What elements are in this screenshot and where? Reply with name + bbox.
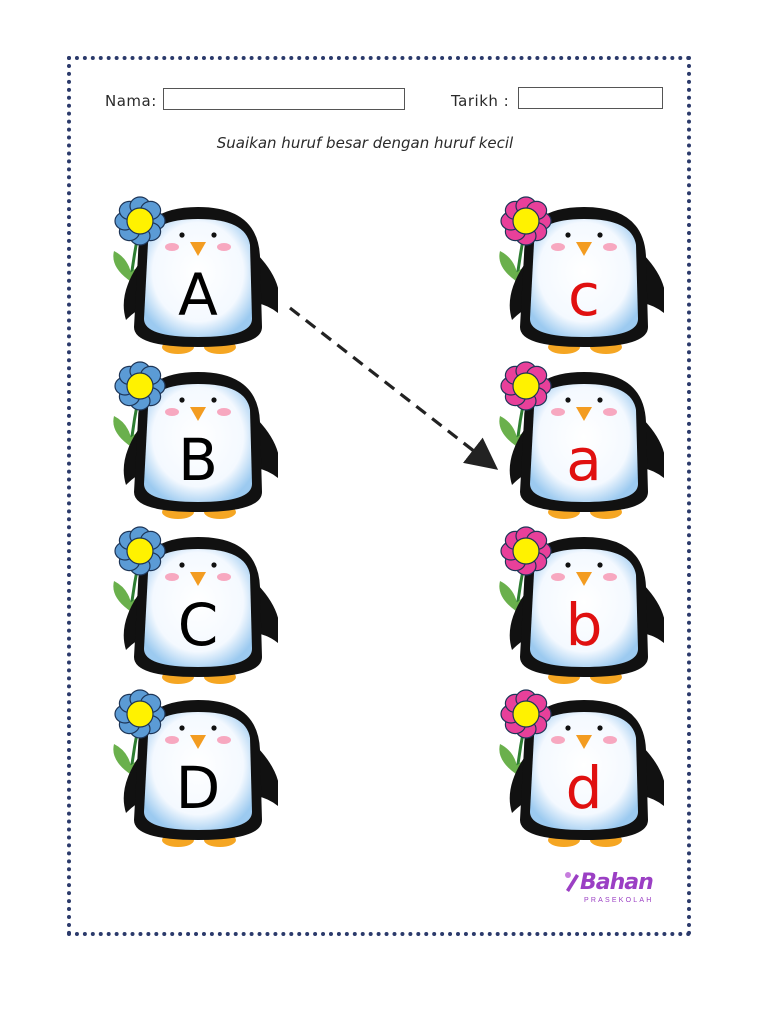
uppercase-letter: B [178, 426, 218, 494]
penguin-icon [497, 361, 664, 519]
penguin-card-uppercase[interactable]: B [108, 360, 278, 520]
penguin-card-uppercase[interactable]: C [108, 525, 278, 685]
lowercase-letter: b [565, 591, 603, 659]
penguin-card-lowercase[interactable]: c [494, 195, 664, 355]
flower-icon [500, 689, 552, 739]
date-field[interactable] [518, 87, 663, 109]
flower-icon [500, 361, 552, 411]
penguin-card-lowercase[interactable]: a [494, 360, 664, 520]
penguin-card-lowercase[interactable]: d [494, 688, 664, 848]
lowercase-letter: d [565, 754, 603, 822]
worksheet-dotted-border [67, 56, 691, 936]
flower-icon [114, 526, 166, 576]
penguin-icon [111, 196, 278, 354]
uppercase-letter: C [177, 591, 219, 659]
penguin-icon [111, 361, 278, 519]
penguin-icon [111, 526, 278, 684]
penguin-icon [497, 526, 664, 684]
uppercase-letter: D [175, 754, 221, 822]
name-label: Nama: [105, 92, 157, 110]
logo-text: Bahan [580, 870, 654, 895]
lowercase-letter: c [568, 261, 600, 329]
flower-icon [114, 689, 166, 739]
lowercase-letter: a [566, 426, 602, 494]
flower-icon [500, 196, 552, 246]
penguin-icon [497, 689, 664, 847]
instruction-text: Suaikan huruf besar dengan huruf kecil [216, 134, 514, 152]
penguin-icon [111, 689, 278, 847]
date-label: Tarikh : [451, 92, 510, 110]
penguin-card-uppercase[interactable]: A [108, 195, 278, 355]
logo-subtext: PRASEKOLAH [584, 897, 654, 904]
name-field[interactable] [163, 88, 405, 110]
penguin-card-lowercase[interactable]: b [494, 525, 664, 685]
flower-icon [114, 196, 166, 246]
penguin-icon [497, 196, 664, 354]
flower-icon [500, 526, 552, 576]
flower-icon [114, 361, 166, 411]
bahan-prasekolah-logo: Bahan PRASEKOLAH [562, 870, 654, 910]
penguin-card-uppercase[interactable]: D [108, 688, 278, 848]
uppercase-letter: A [178, 261, 218, 329]
pencil-icon [565, 872, 579, 892]
